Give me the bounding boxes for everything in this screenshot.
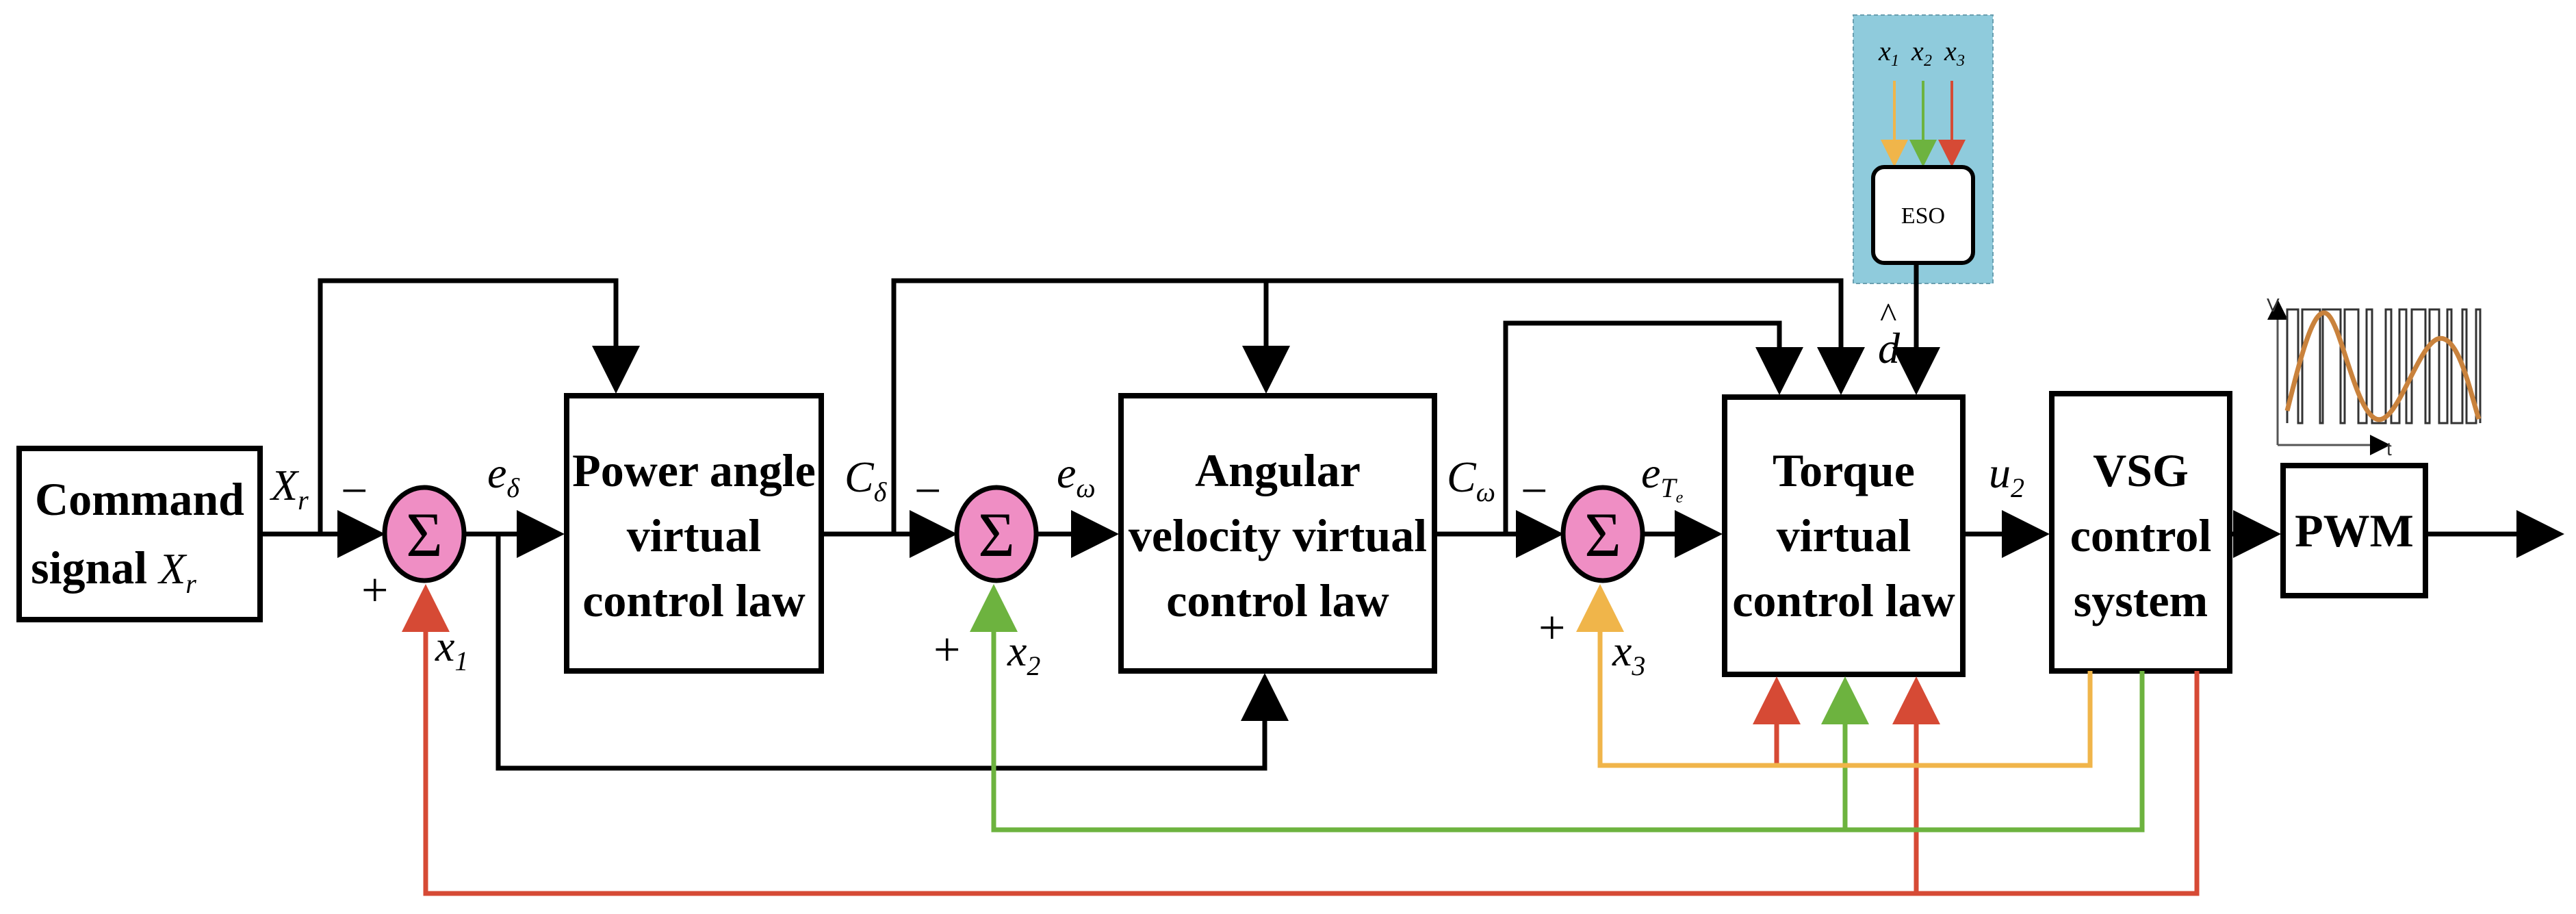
svg-text:x: x <box>1878 36 1891 66</box>
pwm-pulse-train <box>2286 308 2482 424</box>
eso-inset: x 1 x 2 x 3 ESO <box>1853 14 1994 284</box>
label-xr: Xr <box>269 461 309 516</box>
label-c-omega: Cω <box>1447 453 1495 507</box>
svg-text:PWM: PWM <box>2295 505 2414 557</box>
svg-text:virtual: virtual <box>1777 509 1911 561</box>
label-e-omega: eω <box>1057 448 1096 503</box>
svg-text:velocity virtual: velocity virtual <box>1129 509 1427 561</box>
pwm-block: PWM <box>2280 463 2428 598</box>
feedback-x3-yellow <box>1576 584 2093 768</box>
sum3-plus-sign: + <box>1538 602 1565 655</box>
label-x1: x1 <box>435 622 468 676</box>
svg-text:Σ: Σ <box>406 500 443 570</box>
svg-text:signal Xr: signal Xr <box>31 542 196 599</box>
svg-text:3: 3 <box>1956 52 1965 70</box>
svg-text:d: d <box>1878 324 1901 372</box>
svg-text:control law: control law <box>582 574 806 626</box>
sum-junction-2: Σ <box>954 485 1039 583</box>
eso-x1-label: x 1 <box>1878 36 1899 70</box>
label-c-delta: Cδ <box>845 453 888 507</box>
eso-label: ESO <box>1901 203 1945 229</box>
svg-text:x2: x2 <box>1007 626 1040 681</box>
svg-text:2: 2 <box>1924 52 1932 70</box>
label-u2: u2 <box>1989 448 2024 503</box>
label-e-te: eTe <box>1641 448 1684 507</box>
svg-text:eω: eω <box>1057 448 1096 503</box>
waveform-v-label: V <box>2267 294 2280 316</box>
sum1-plus-sign: + <box>361 564 388 617</box>
svg-text:Command: Command <box>35 473 244 525</box>
svg-text:^: ^ <box>1880 296 1896 335</box>
svg-text:x3: x3 <box>1612 626 1645 681</box>
svg-text:u2: u2 <box>1989 448 2024 503</box>
svg-text:Angular: Angular <box>1195 444 1361 496</box>
sum-junction-3: Σ <box>1560 485 1645 583</box>
svg-text:eδ: eδ <box>487 448 520 503</box>
svg-text:1: 1 <box>1891 52 1899 70</box>
sine-reference <box>2284 310 2482 422</box>
angular-velocity-block: Angular velocity virtual control law <box>1118 393 1437 674</box>
command-signal-block: Command signal Xr <box>16 446 263 622</box>
svg-text:Cδ: Cδ <box>845 453 888 507</box>
svg-text:VSG: VSG <box>2093 444 2189 496</box>
sum2-minus-sign: − <box>914 465 941 518</box>
label-e-delta: eδ <box>487 448 520 503</box>
sum1-minus-sign: − <box>341 465 368 518</box>
sum2-plus-sign: + <box>933 624 960 676</box>
label-x2: x2 <box>1007 626 1040 681</box>
eso-x3-label: x 3 <box>1944 36 1965 70</box>
torque-block: Torque virtual control law <box>1722 394 1966 677</box>
svg-text:Power angle: Power angle <box>572 444 816 496</box>
svg-text:x: x <box>1944 36 1957 66</box>
svg-text:Σ: Σ <box>1584 500 1621 570</box>
svg-text:Cω: Cω <box>1447 453 1495 507</box>
power-angle-block: Power angle virtual control law <box>564 393 824 674</box>
svg-text:control: control <box>2070 509 2212 561</box>
svg-text:control law: control law <box>1166 574 1389 626</box>
feedback-x2-green <box>970 584 2145 833</box>
label-x3: x3 <box>1612 626 1645 681</box>
black-signal-paths <box>260 263 2564 771</box>
label-d-hat: d ^ <box>1878 296 1901 372</box>
svg-text:system: system <box>2074 574 2208 626</box>
svg-text:virtual: virtual <box>627 509 761 561</box>
svg-text:Xr: Xr <box>269 461 309 516</box>
waveform-t-label: t <box>2386 438 2392 459</box>
svg-text:Torque: Torque <box>1773 444 1915 496</box>
svg-text:x1: x1 <box>435 622 468 676</box>
svg-text:x: x <box>1911 36 1924 66</box>
sum3-minus-sign: − <box>1521 465 1547 518</box>
eso-x2-label: x 2 <box>1911 36 1932 70</box>
svg-text:control law: control law <box>1732 574 1955 626</box>
eso-block <box>1871 165 1975 265</box>
feedback-x1-red <box>402 584 2200 896</box>
svg-text:Σ: Σ <box>978 500 1015 570</box>
svg-text:eTe: eTe <box>1641 448 1684 507</box>
sum-junction-1: Σ <box>382 485 467 583</box>
pwm-waveform-inset: V t <box>2267 294 2482 459</box>
vsg-control-block: VSG control system <box>2049 391 2232 674</box>
